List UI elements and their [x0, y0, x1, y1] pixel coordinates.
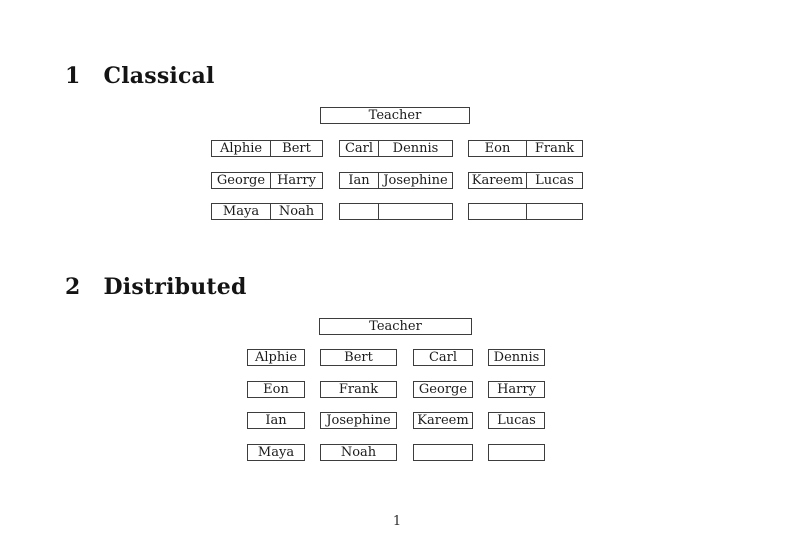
seat-left-empty — [469, 204, 527, 219]
seat-box: Harry — [488, 381, 545, 398]
seat-box: Kareem — [413, 412, 473, 429]
seat-left: Kareem — [469, 173, 527, 188]
seat-left-empty — [340, 204, 379, 219]
desk: George Harry — [211, 172, 323, 189]
desk: Ian Josephine — [339, 172, 453, 189]
seat-right: Harry — [277, 173, 316, 188]
seat-left: Carl — [340, 141, 379, 156]
seat-box: Frank — [320, 381, 397, 398]
seat-right-empty — [379, 204, 452, 219]
seat-left: George — [212, 173, 271, 188]
seat-left: Alphie — [212, 141, 271, 156]
seat-box-empty — [488, 444, 545, 461]
seat-right: Josephine — [383, 173, 448, 188]
section-heading: 2 Distributed — [65, 275, 247, 299]
seat-box: Eon — [247, 381, 305, 398]
section-heading: 1 Classical — [65, 64, 215, 88]
seat-box: Carl — [413, 349, 473, 366]
desk: Maya Noah — [211, 203, 323, 220]
desk — [468, 203, 583, 220]
seat-right: Dennis — [392, 141, 439, 156]
section-number: 2 — [65, 274, 81, 300]
page-number: 1 — [392, 514, 402, 529]
section-number: 1 — [65, 63, 81, 89]
seat-box: Bert — [320, 349, 397, 366]
seat-box: George — [413, 381, 473, 398]
seat-right: Noah — [278, 204, 315, 219]
seat-box: Maya — [247, 444, 305, 461]
desk: Kareem Lucas — [468, 172, 583, 189]
seat-left: Ian — [340, 173, 379, 188]
seat-right: Bert — [282, 141, 311, 156]
desk — [339, 203, 453, 220]
seat-right-empty — [527, 204, 582, 219]
teacher-box: Teacher — [320, 107, 470, 124]
section-title: Classical — [103, 63, 215, 89]
seat-box: Josephine — [320, 412, 397, 429]
desk: Alphie Bert — [211, 140, 323, 157]
seat-box: Dennis — [488, 349, 545, 366]
seat-right: Lucas — [535, 173, 574, 188]
desk: Eon Frank — [468, 140, 583, 157]
seat-box: Lucas — [488, 412, 545, 429]
seat-box-empty — [413, 444, 473, 461]
seat-box: Noah — [320, 444, 397, 461]
teacher-box: Teacher — [319, 318, 472, 335]
seat-left: Maya — [212, 204, 271, 219]
seat-right: Frank — [534, 141, 575, 156]
section-title: Distributed — [103, 274, 247, 300]
seat-box: Ian — [247, 412, 305, 429]
seat-box: Alphie — [247, 349, 305, 366]
seat-left: Eon — [469, 141, 527, 156]
desk: Carl Dennis — [339, 140, 453, 157]
